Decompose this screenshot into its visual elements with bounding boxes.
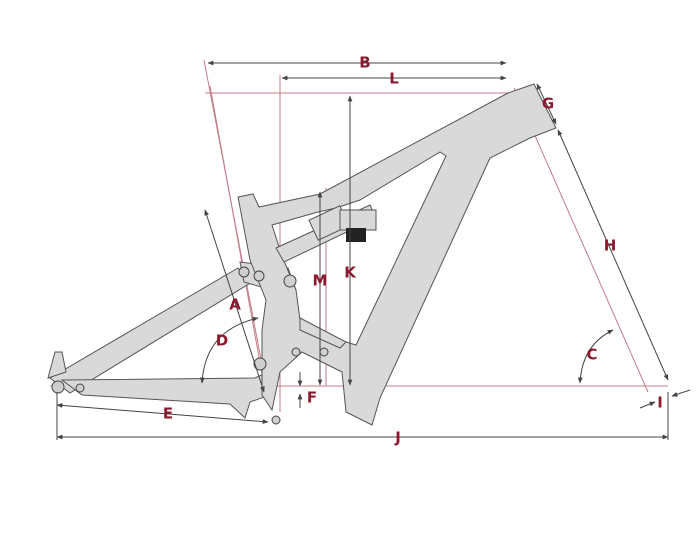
label-i: I	[657, 394, 663, 412]
label-k: K	[344, 264, 357, 282]
dimension-lines	[56, 60, 691, 440]
dimension-labels: A B C D E F G H I J K L M	[163, 54, 663, 447]
label-b: B	[359, 54, 370, 72]
label-c: C	[586, 346, 597, 364]
label-l: L	[389, 70, 399, 88]
shock-mount-web	[299, 317, 347, 349]
label-f: F	[307, 389, 317, 407]
label-h: H	[604, 237, 617, 255]
label-a: A	[229, 296, 241, 314]
label-e: E	[163, 405, 173, 423]
label-j: J	[394, 429, 401, 447]
label-d: D	[216, 332, 228, 350]
rear-triangle	[47, 261, 297, 419]
label-m: M	[313, 272, 328, 290]
label-g: G	[542, 95, 554, 113]
